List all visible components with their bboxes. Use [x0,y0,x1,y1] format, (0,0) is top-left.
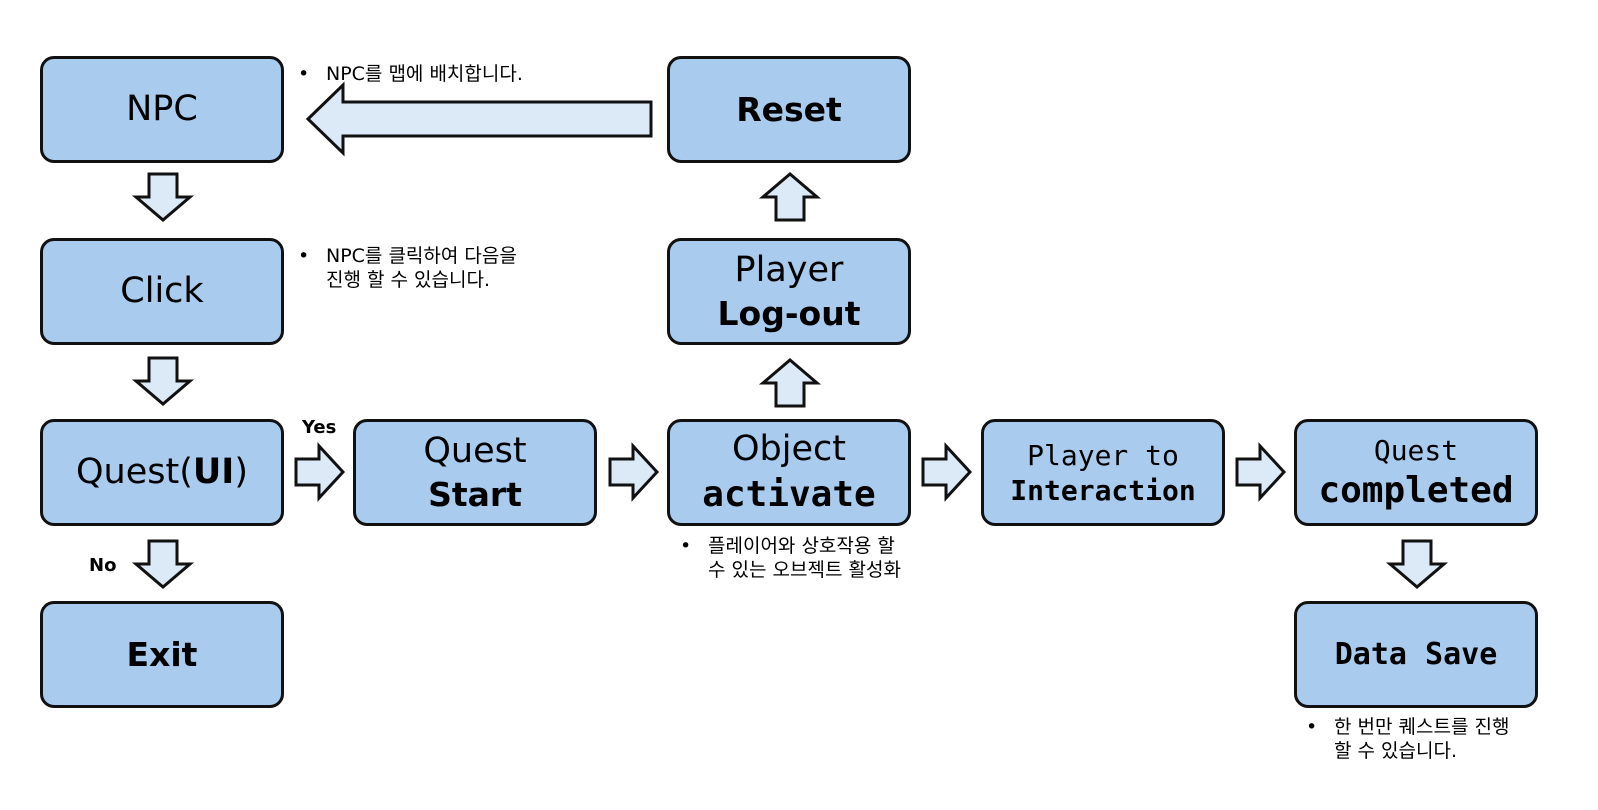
arrow-npc-to-click [131,172,195,222]
node-quest-ui-label: Quest(UI) [76,451,248,495]
note-npc-line-1: NPC를 맵에 배치합니다. [326,63,523,85]
arrow-player-logout-to-reset [758,172,822,222]
node-exit-label: Exit [126,634,198,674]
note-data-save-line-2: 할 수 있습니다. [1334,740,1457,762]
note-click-line-1: NPC를 클릭하여 다음을 [326,245,517,267]
quest-ui-prefix: Quest( [76,451,193,492]
node-player-logout-line2: Log-out [717,293,861,333]
node-exit: Exit [40,601,284,708]
edge-label-no: No [89,555,117,576]
arrow-quest-ui-to-quest-start [294,442,346,502]
note-object: • 플레이어와 상호작용 할 수 있는 오브젝트 활성화 [680,534,901,582]
node-quest-start: Quest Start [353,419,597,526]
arrow-quest-start-to-object [608,442,660,502]
note-object-line-1: 플레이어와 상호작용 할 [708,535,895,557]
node-quest-completed-line2: completed [1318,469,1514,511]
node-quest-completed: Quest completed [1294,419,1538,526]
note-click: • NPC를 클릭하여 다음을 진행 할 수 있습니다. [298,244,517,292]
note-bullet: • [298,245,310,267]
node-object-line1: Object [732,429,846,470]
arrow-click-to-quest-ui [131,356,195,406]
node-quest-start-line1: Quest [423,431,527,471]
note-bullet: • [298,63,310,85]
node-object-activate: Object activate [667,419,911,526]
node-reset: Reset [667,56,911,163]
node-click: Click [40,238,284,345]
node-data-save-label: Data Save [1334,636,1498,672]
quest-ui-suffix: ) [234,451,248,492]
node-player-interaction-line2: Interaction [1010,473,1196,507]
node-player-logout: Player Log-out [667,238,911,345]
quest-ui-bold: UI [192,451,235,492]
arrow-object-to-player-interaction [921,442,973,502]
note-data-save: • 한 번만 퀘스트를 진행 할 수 있습니다. [1306,715,1509,763]
node-npc-label: NPC [126,88,198,129]
arrow-object-to-player-logout [758,358,822,408]
node-click-label: Click [120,270,204,311]
node-quest-start-line2: Start [428,474,522,514]
note-npc: • NPC를 맵에 배치합니다. [298,62,523,86]
node-object-line2: activate [702,473,876,515]
note-bullet: • [680,535,692,557]
arrow-quest-completed-to-data-save [1385,539,1449,589]
note-click-line-2: 진행 할 수 있습니다. [326,269,490,291]
node-player-interaction: Player to Interaction [981,419,1225,526]
arrow-player-interaction-to-quest-completed [1235,442,1287,502]
edge-label-yes: Yes [302,417,337,438]
note-data-save-line-1: 한 번만 퀘스트를 진행 [1334,716,1510,738]
note-object-line-2: 수 있는 오브젝트 활성화 [708,559,901,581]
arrow-reset-to-npc [305,81,653,157]
node-data-save: Data Save [1294,601,1538,708]
node-quest-completed-line1: Quest [1373,433,1459,467]
node-player-interaction-line1: Player to [1027,438,1179,472]
node-quest-ui: Quest(UI) [40,419,284,526]
arrow-quest-ui-to-exit [131,539,195,589]
note-bullet: • [1306,716,1318,738]
node-player-logout-line1: Player [734,250,844,290]
node-reset-label: Reset [736,89,842,129]
node-npc: NPC [40,56,284,163]
